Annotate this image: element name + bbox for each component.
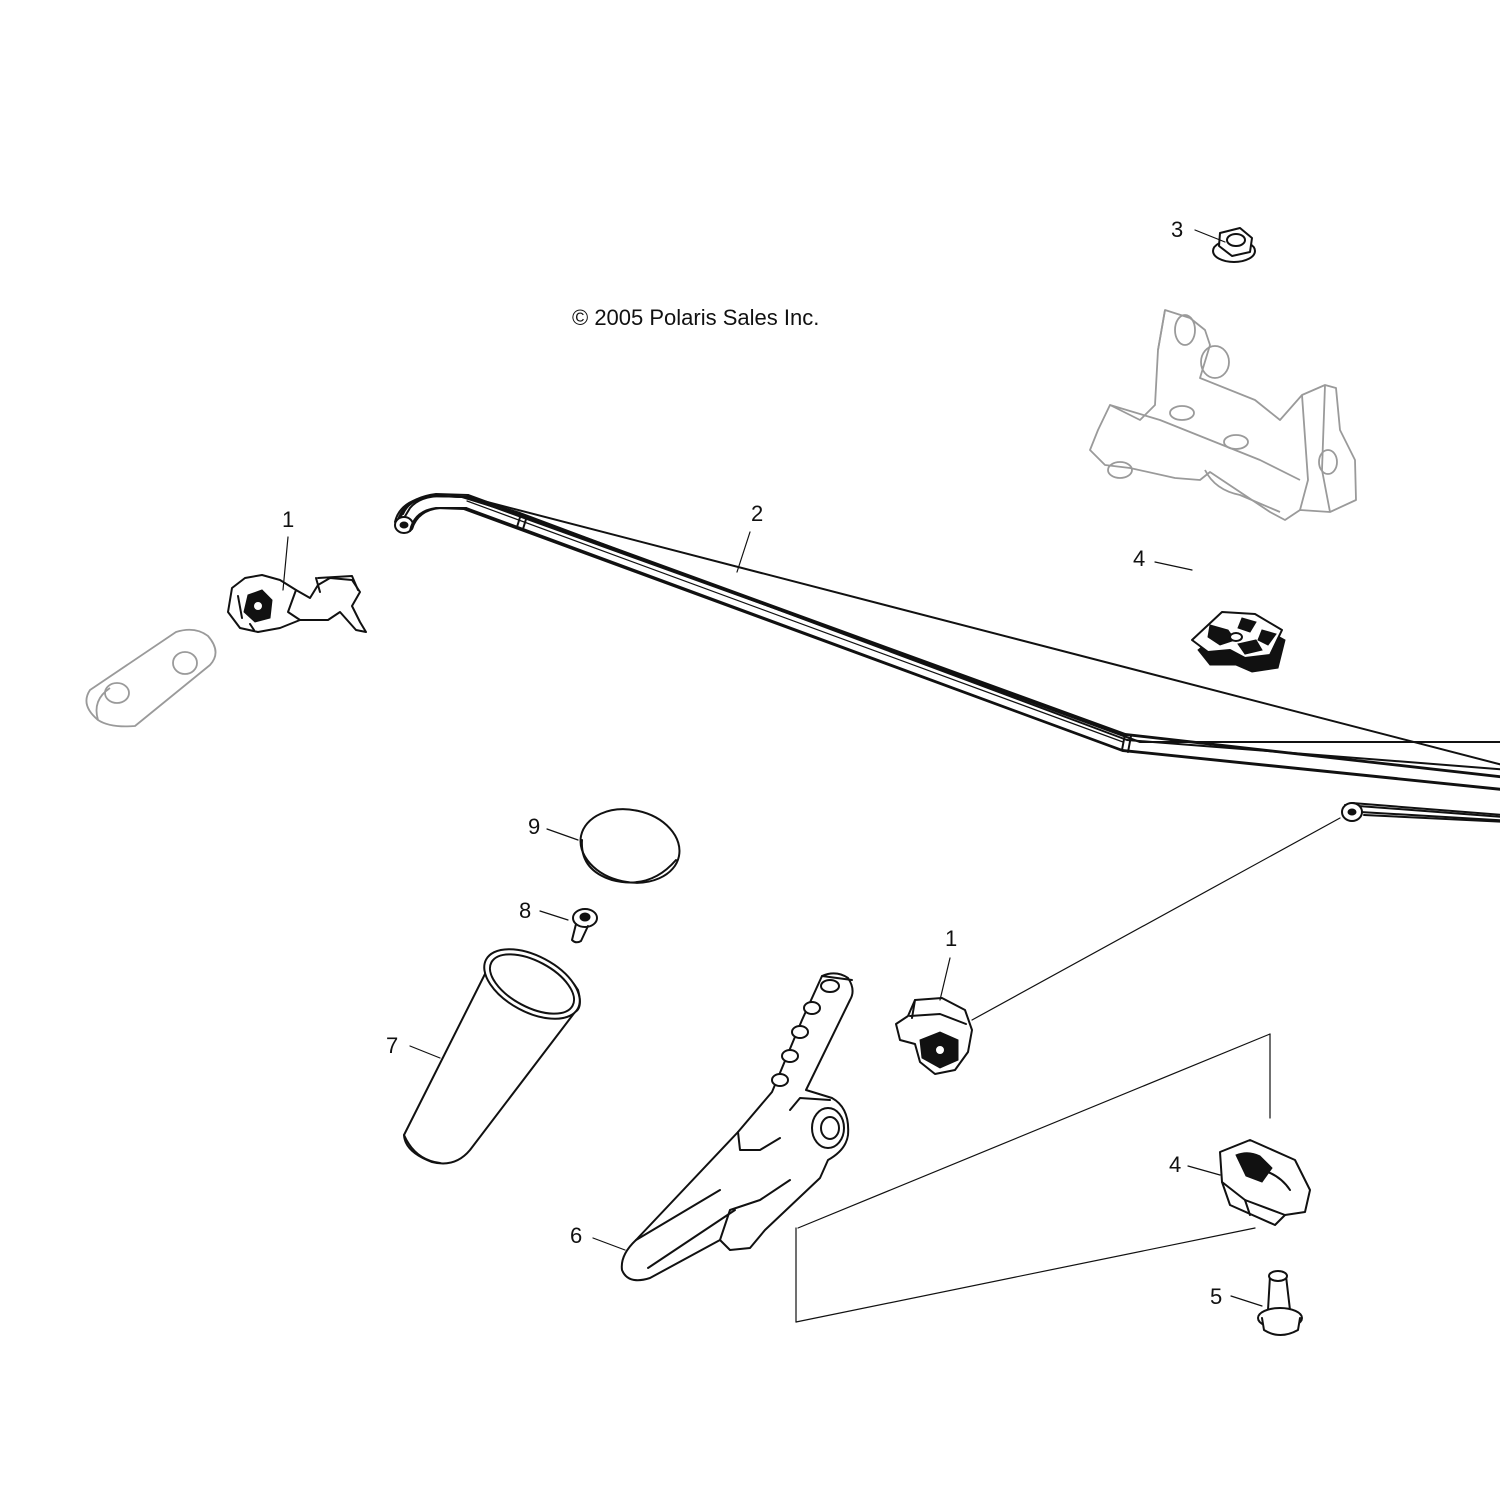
part-2-torsion-bar-body: [394, 495, 1500, 823]
part-1-clamp-right: [895, 997, 973, 1075]
part-7-grip-sleeve: [403, 948, 581, 1165]
callout-5: 5: [1210, 1284, 1222, 1309]
callout-2: 2: [751, 501, 763, 526]
leader-lines: [282, 229, 1263, 1307]
callout-6: 6: [570, 1223, 582, 1248]
assembly-lines: [795, 1033, 1271, 1323]
callout-1-left: 1: [282, 507, 294, 532]
bushing-reference-left: [85, 628, 217, 728]
callout-4-lower: 4: [1169, 1152, 1181, 1177]
callout-9: 9: [528, 814, 540, 839]
copyright-text: © 2005 Polaris Sales Inc.: [572, 305, 819, 330]
part-1-clamp-left: [227, 574, 367, 633]
callout-8: 8: [519, 898, 531, 923]
part-9-cap: [579, 808, 681, 884]
mounting-bracket-reference: [1089, 309, 1357, 521]
callout-1-right: 1: [945, 926, 957, 951]
part-5-flange-bolt: [1257, 1270, 1303, 1336]
part-4-bushing-upper: [1191, 611, 1286, 673]
callout-7: 7: [386, 1033, 398, 1058]
part-6-lever: [620, 972, 854, 1282]
part-3-flange-nut: [1212, 227, 1256, 263]
leader-bar-to-clamp: [971, 817, 1341, 1021]
callout-4-upper: 4: [1133, 546, 1145, 571]
callout-3: 3: [1171, 217, 1183, 242]
part-8-screw: [571, 908, 598, 944]
part-4-bushing-lower: [1219, 1139, 1311, 1226]
callout-labels: 3 1 2 4 9 8 1 7 4 6 5: [282, 217, 1222, 1309]
